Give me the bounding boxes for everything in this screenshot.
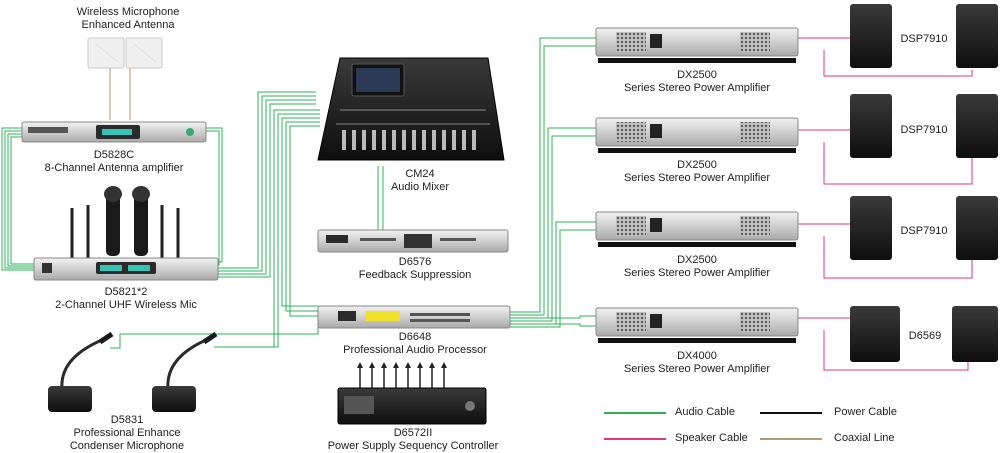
legend-coaxial-swatch (760, 438, 822, 440)
sequencer-label-line2: Power Supply Sequency Controller (327, 440, 499, 452)
wireless-mic-label-line2: 2-Channel UHF Wireless Mic (55, 299, 197, 311)
legend-power-swatch (760, 412, 822, 414)
antenna-label: Wireless Microphone Enhanced Antenna (68, 6, 188, 32)
amplifier-1 (595, 27, 799, 63)
power-amplifiers (595, 27, 799, 343)
subwoofer-pair (850, 306, 998, 362)
antenna-label-line1: Wireless Microphone (76, 6, 180, 18)
mixer-label-line2: Audio Mixer (390, 181, 450, 193)
legend-speaker-swatch (604, 438, 666, 440)
audio-cables (1, 37, 596, 349)
speaker-pair-3 (850, 196, 998, 260)
amplifier-1-model: DX2500 (677, 69, 717, 81)
coaxial-cables (109, 68, 131, 120)
speaker-2-label: DSP7910 (893, 124, 955, 137)
wireless-mic-label: D5821*2 2-Channel UHF Wireless Mic (46, 286, 206, 312)
feedback-label-line2: Feedback Suppression (358, 269, 472, 281)
amplifier-4-model: DX4000 (677, 350, 717, 362)
enhanced-antenna (87, 37, 163, 69)
legend-audio-swatch (604, 412, 666, 414)
audio-mixer (317, 57, 505, 161)
legend-speaker-label: Speaker Cable (675, 432, 748, 444)
mixer-label-line1: CM24 (405, 168, 435, 180)
sequencer-label: D6572II Power Supply Sequency Controller (318, 427, 508, 453)
legend-audio-label: Audio Cable (675, 406, 735, 418)
amplifier-1-label: DX2500 Series Stereo Power Amplifier (607, 69, 787, 95)
amplifier-3 (595, 211, 799, 247)
amplifier-4 (595, 307, 799, 343)
speaker-pair-1 (850, 4, 998, 68)
amplifier-2 (595, 117, 799, 153)
condenser-mic-label-line3: Condenser Microphone (69, 440, 185, 452)
speaker-3-model: DSP7910 (900, 225, 948, 237)
speaker-3-label: DSP7910 (893, 225, 955, 238)
speakers (850, 4, 998, 362)
antenna-amplifier (21, 121, 207, 143)
feedback-label: D6576 Feedback Suppression (340, 256, 490, 282)
amplifier-1-desc: Series Stereo Power Amplifier (623, 82, 771, 94)
antenna-label-line2: Enhanced Antenna (81, 19, 175, 31)
amplifier-3-label: DX2500 Series Stereo Power Amplifier (607, 254, 787, 280)
amplifier-2-label: DX2500 Series Stereo Power Amplifier (607, 159, 787, 185)
processor-label: D6648 Professional Audio Processor (330, 331, 500, 357)
condenser-mic-label-line2: Professional Enhance (73, 427, 181, 439)
speaker-1-model: DSP7910 (900, 33, 948, 45)
antenna-amp-label-line2: 8-Channel Antenna amplifier (44, 162, 184, 174)
wireless-mic-label-line1: D5821*2 (104, 286, 148, 298)
condenser-microphones (48, 331, 218, 412)
condenser-mic-label-line1: D5831 (110, 414, 144, 426)
speaker-1-label: DSP7910 (893, 33, 955, 46)
amplifier-4-label: DX4000 Series Stereo Power Amplifier (607, 350, 787, 376)
antenna-amp-label: D5828C 8-Channel Antenna amplifier (34, 149, 194, 175)
condenser-mic-label: D5831 Professional Enhance Condenser Mic… (52, 414, 202, 453)
amplifier-2-model: DX2500 (677, 159, 717, 171)
amplifier-2-desc: Series Stereo Power Amplifier (623, 172, 771, 184)
legend-power-label: Power Cable (834, 406, 897, 418)
speaker-4-label: D6569 (900, 330, 950, 343)
feedback-suppressor (317, 229, 509, 253)
amplifier-3-model: DX2500 (677, 254, 717, 266)
feedback-label-line1: D6576 (398, 256, 432, 268)
processor-label-line2: Professional Audio Processor (343, 344, 487, 356)
sequencer-label-line1: D6572II (393, 427, 433, 439)
audio-processor (317, 305, 511, 329)
speaker-pair-2 (850, 94, 998, 158)
wireless-mic-system (33, 186, 219, 281)
power-sequencer (337, 362, 487, 425)
amplifier-3-desc: Series Stereo Power Amplifier (623, 267, 771, 279)
mixer-label: CM24 Audio Mixer (370, 168, 470, 194)
legend-coaxial-label: Coaxial Line (834, 432, 895, 444)
speaker-2-model: DSP7910 (900, 124, 948, 136)
antenna-amp-label-line1: D5828C (93, 149, 135, 161)
speaker-cables (798, 37, 973, 371)
amplifier-4-desc: Series Stereo Power Amplifier (623, 363, 771, 375)
processor-label-line1: D6648 (398, 331, 432, 343)
speaker-4-model: D6569 (908, 330, 942, 342)
